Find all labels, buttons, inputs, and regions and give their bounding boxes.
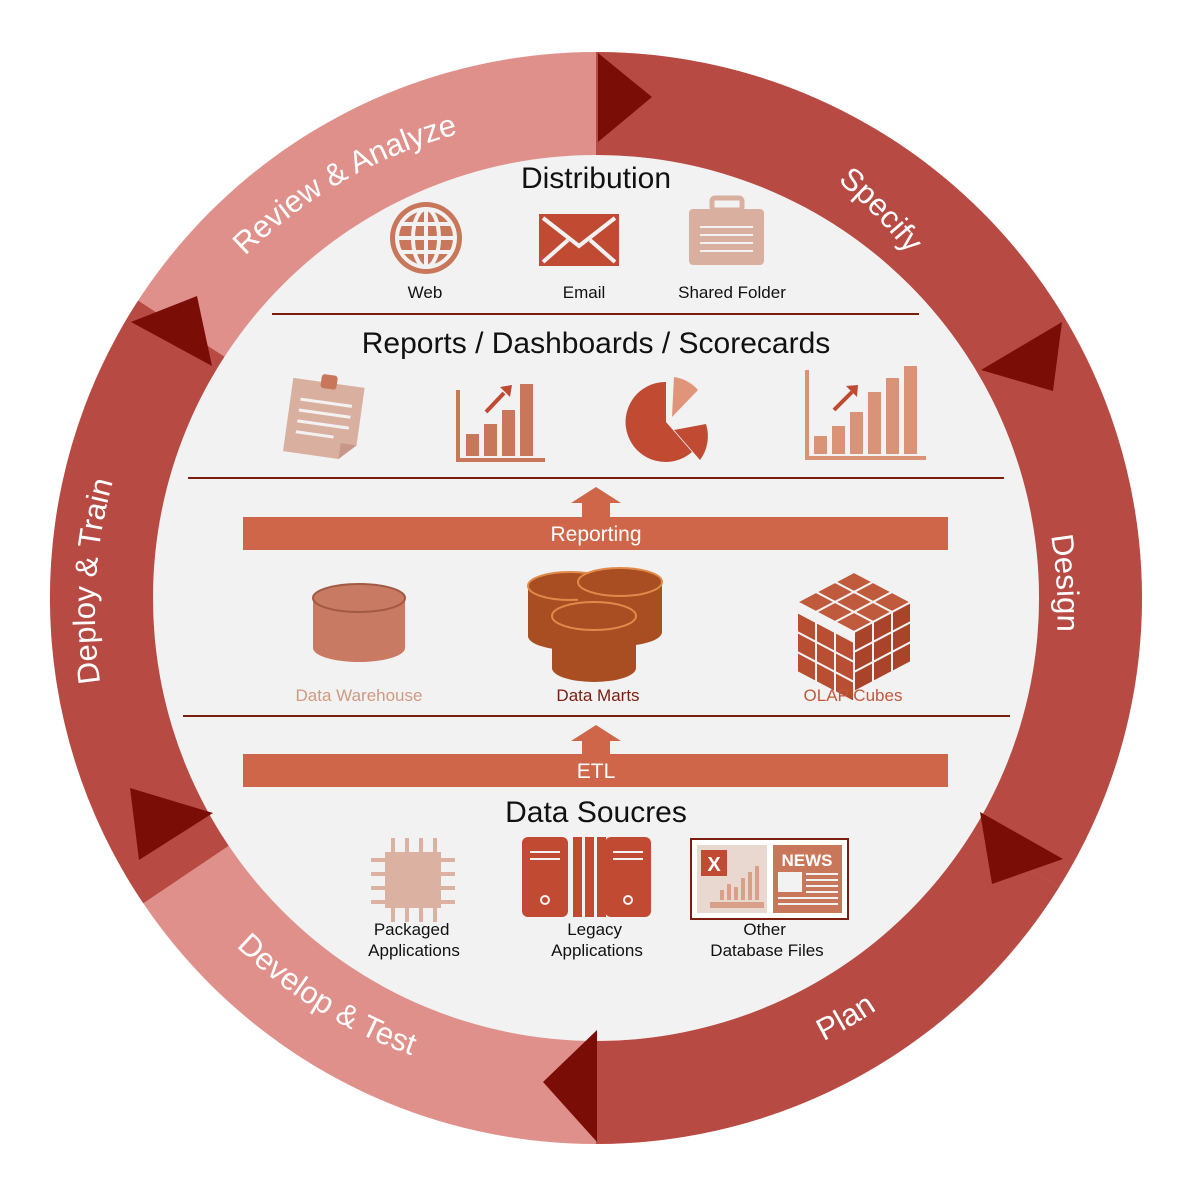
ring-segment-deploy — [49, 300, 229, 904]
stacked-databases-icon — [527, 567, 663, 682]
cycle-arrow-bottom — [543, 1030, 597, 1142]
bar-chart-up-icon — [456, 384, 545, 462]
document-icon — [283, 374, 365, 459]
reporting-flow: Reporting — [243, 487, 948, 550]
distribution-title: Distribution — [521, 162, 671, 195]
svg-text:X: X — [707, 854, 721, 876]
database-icon — [312, 583, 406, 662]
reporting-bar-label: Reporting — [550, 523, 641, 546]
cycle-arrow-right-upper — [981, 322, 1062, 391]
source-packaged-label: Packaged Applications — [368, 920, 460, 960]
source-legacy-label: Legacy Applications — [551, 920, 643, 960]
envelope-icon — [539, 214, 619, 266]
news-badge: NEWS — [782, 851, 833, 870]
briefcase-icon — [689, 195, 764, 265]
stage-design-label: Design — [1044, 532, 1085, 633]
store-data-warehouse-label: Data Warehouse — [296, 686, 423, 705]
channel-web-label: Web — [408, 283, 443, 302]
ring-segment-plan — [596, 832, 1059, 1144]
etl-flow: ETL — [243, 725, 948, 787]
bar-chart-growth-icon — [805, 366, 926, 460]
etl-bar-label: ETL — [577, 760, 616, 783]
channel-email-label: Email — [563, 283, 606, 302]
channel-shared-folder-label: Shared Folder — [678, 283, 786, 302]
cube-icon — [794, 570, 914, 704]
reports-title: Reports / Dashboards / Scorecards — [362, 327, 831, 360]
ring-segment-specify — [596, 52, 1142, 888]
chip-icon — [371, 838, 455, 922]
server-icon — [522, 837, 651, 917]
store-olap-cubes-label: OLAP Cubes — [804, 686, 903, 705]
pie-chart-icon — [625, 377, 708, 462]
news-files-icon: X NEWS — [690, 838, 849, 920]
cycle-arrow-left-lower — [130, 788, 213, 860]
cycle-arrow-right-lower — [980, 812, 1063, 884]
globe-icon — [390, 202, 462, 274]
cycle-arrow-top — [598, 53, 652, 142]
sources-title: Data Soucres — [505, 796, 687, 829]
cycle-arrow-left-upper — [131, 296, 212, 366]
store-data-marts-label: Data Marts — [556, 686, 639, 705]
source-other-db-label: Other Database Files — [710, 920, 823, 960]
